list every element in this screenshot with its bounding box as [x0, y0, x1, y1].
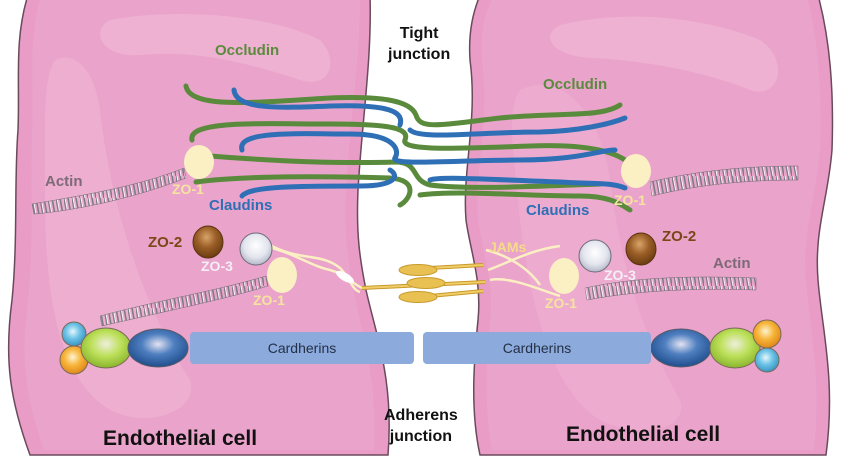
- zo1-left-top: [184, 145, 214, 179]
- occludin-label-left: Occludin: [215, 42, 280, 59]
- actin-label-left: Actin: [45, 173, 83, 190]
- zo2-left: [192, 225, 224, 259]
- adherens-junction-label-line2: junction: [389, 427, 452, 445]
- catenin-orange: [752, 319, 782, 349]
- left-endothelial-cell: [7, 0, 390, 456]
- actin-label-right: Actin: [713, 255, 751, 272]
- zo3-right: [578, 239, 612, 273]
- adherens-junction-label-line1: Adherens: [384, 407, 458, 424]
- occludin-strand: [193, 174, 633, 213]
- cadherin-bar-right: Cardherins: [423, 332, 651, 364]
- claudins-label-right: Claudins: [526, 202, 590, 219]
- catenin-blue: [127, 328, 189, 368]
- catenin-green: [709, 327, 761, 369]
- actin-filament-right-top: [649, 165, 799, 197]
- zo2-label-left: ZO-2: [148, 234, 183, 251]
- actin-filament-right-bottom: [584, 276, 757, 301]
- tight-junction-label-line1: Tight: [399, 25, 439, 42]
- catenin-blue: [650, 328, 712, 368]
- tight-junction-label: Tight junction: [388, 24, 450, 66]
- zo-proteins: [184, 145, 657, 294]
- claudin-strand: [239, 131, 618, 165]
- zo1-label-left-bottom: ZO-1: [253, 292, 285, 308]
- occludin-strand: [207, 153, 603, 190]
- claudin-strand: [231, 87, 628, 138]
- claudin-strand: [239, 167, 628, 199]
- tight-junction-strands: [183, 83, 633, 213]
- catenin-cyan: [754, 347, 780, 373]
- zo1-right-bottom: [549, 258, 579, 294]
- zo1-label-right-top: ZO-1: [614, 192, 646, 208]
- cadherin-label-left: Cardherins: [267, 340, 337, 356]
- tight-junction-label-line2: junction: [388, 45, 451, 63]
- zo1-left-bottom: [267, 257, 297, 293]
- actin-filament-left-bottom: [99, 275, 269, 327]
- claudins-label-left: Claudins: [209, 197, 273, 214]
- catenin-complex-left: [59, 321, 189, 375]
- actin-filaments: [31, 165, 799, 327]
- occludin-strand: [189, 121, 628, 163]
- zo1-right-top: [621, 154, 651, 188]
- adherens-junction-label: Adherens junction: [384, 406, 458, 448]
- zo3-label-left: ZO-3: [201, 258, 233, 274]
- jam-head: [398, 264, 438, 276]
- actin-filament-left-top: [31, 167, 187, 215]
- jams-label: JAMs: [489, 239, 527, 255]
- right-cell-title: Endothelial cell: [566, 423, 721, 446]
- jam-head: [398, 291, 438, 303]
- jams-proteins: [257, 242, 561, 303]
- jam-head: [406, 277, 446, 289]
- occludin-label-right: Occludin: [543, 76, 608, 93]
- catenin-complex-right: [650, 319, 782, 373]
- cadherin-bar-left: Cardherins: [190, 332, 414, 364]
- zo3-label-right: ZO-3: [604, 267, 636, 283]
- zo2-right: [625, 232, 657, 266]
- right-endothelial-cell: [464, 0, 834, 456]
- cadherin-label-right: Cardherins: [502, 340, 572, 356]
- zo3-left: [239, 232, 273, 266]
- zo1-label-right-bottom: ZO-1: [545, 295, 577, 311]
- zo2-label-right: ZO-2: [662, 228, 697, 245]
- catenin-green: [80, 327, 132, 369]
- left-cell-title: Endothelial cell: [103, 427, 258, 450]
- zo1-label-left-top: ZO-1: [172, 181, 204, 197]
